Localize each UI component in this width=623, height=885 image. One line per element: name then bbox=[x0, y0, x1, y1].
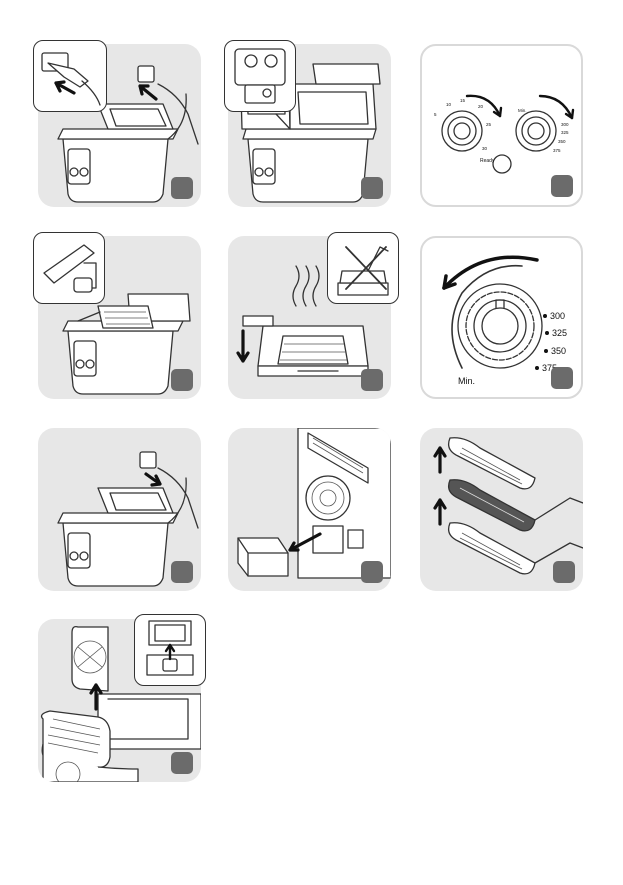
no-lid-open-icon bbox=[328, 233, 398, 303]
step-7-panel bbox=[38, 428, 201, 591]
step-badge bbox=[171, 561, 193, 583]
temperature-dial: Min. 300 325 350 375 bbox=[516, 96, 573, 153]
svg-text:325: 325 bbox=[561, 130, 569, 135]
svg-text:Min.: Min. bbox=[518, 108, 527, 113]
step-badge bbox=[361, 177, 383, 199]
temp-dot bbox=[544, 349, 548, 353]
temp-dot bbox=[543, 314, 547, 318]
temp-dot bbox=[535, 366, 539, 370]
timer-dial: 5 10 15 20 25 30 bbox=[434, 96, 501, 151]
step-badge bbox=[361, 561, 383, 583]
svg-text:Min.: Min. bbox=[458, 376, 475, 386]
svg-text:30: 30 bbox=[482, 146, 488, 151]
inset-lid-filter bbox=[134, 614, 206, 686]
temp-dot bbox=[545, 331, 549, 335]
dial-outer-ring bbox=[458, 284, 542, 368]
ready-light bbox=[493, 155, 511, 173]
svg-text:325: 325 bbox=[552, 328, 567, 338]
basket-handle-icon bbox=[34, 233, 104, 303]
svg-text:Ready: Ready bbox=[480, 158, 495, 164]
svg-text:350: 350 bbox=[551, 346, 566, 356]
step-badge bbox=[553, 561, 575, 583]
step-badge bbox=[361, 369, 383, 391]
step-badge bbox=[171, 369, 193, 391]
step-badge bbox=[171, 177, 193, 199]
step-3-panel: 5 10 15 20 25 30 Ready Min. 300 325 350 … bbox=[420, 44, 583, 207]
step-badge bbox=[171, 752, 193, 774]
svg-text:25: 25 bbox=[486, 122, 492, 127]
inset-handle bbox=[33, 232, 105, 304]
svg-text:15: 15 bbox=[460, 98, 466, 103]
svg-text:5: 5 bbox=[434, 112, 437, 117]
inset-connector bbox=[33, 40, 107, 112]
step-8-panel bbox=[228, 428, 391, 591]
step-badge bbox=[551, 175, 573, 197]
svg-text:375: 375 bbox=[553, 148, 561, 153]
step-6-panel: Min. 300 325 350 375 bbox=[420, 236, 583, 399]
svg-text:300: 300 bbox=[550, 311, 565, 321]
svg-text:10: 10 bbox=[446, 102, 452, 107]
svg-text:20: 20 bbox=[478, 104, 484, 109]
inset-warning bbox=[327, 232, 399, 304]
lid-button-icon bbox=[225, 41, 295, 111]
step-9-panel bbox=[420, 428, 583, 591]
svg-text:300: 300 bbox=[561, 122, 569, 127]
inset-lid-button bbox=[224, 40, 296, 112]
step-badge bbox=[551, 367, 573, 389]
lid-filter-icon bbox=[135, 615, 205, 685]
magnetic-cord-icon bbox=[34, 41, 106, 111]
svg-text:350: 350 bbox=[558, 139, 566, 144]
